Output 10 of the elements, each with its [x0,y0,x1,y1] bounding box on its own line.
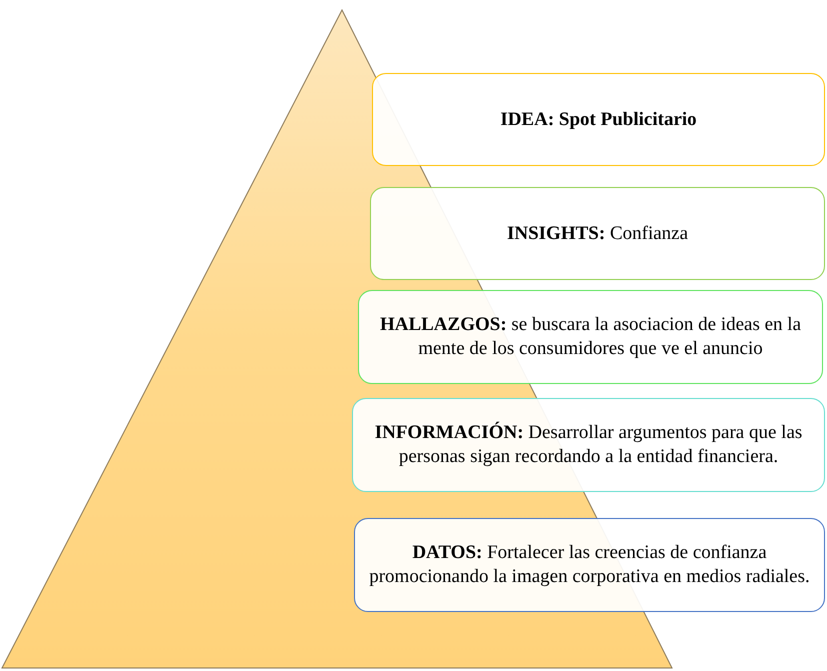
level-text: HALLAZGOS: se buscara la asociacion de ideas en la mente de los consumidores que ve el anuncio [378,313,802,361]
level-text: DATOS: Fortalecer las creencias de confianza promocionando la imagen corporativa en medios radiales. [368,541,811,589]
level-box [354,518,825,612]
level-text: INFORMACIÓN: Desarrollar argumentos para que las personas sigan recordando a la entidad financiera. [374,421,804,469]
level-text: INSIGHTS: Confianza [506,222,688,246]
level-text: IDEA: Spot Publicitario [500,108,697,132]
level-box [358,290,823,384]
level-box [370,187,825,280]
level-box [352,398,825,492]
level-box [372,73,825,166]
